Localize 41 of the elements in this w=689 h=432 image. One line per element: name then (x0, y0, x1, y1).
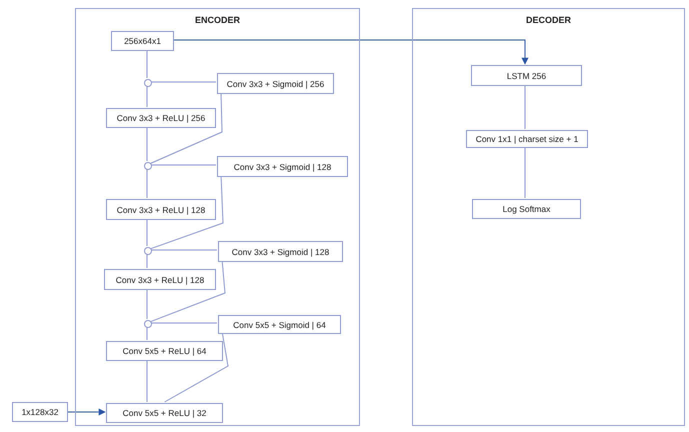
junction-circle (144, 79, 152, 87)
layer-box: Conv 5x5 + ReLU | 32 (106, 403, 223, 423)
junction-circle (144, 320, 152, 328)
connector-line (146, 254, 148, 268)
panel-title: ENCODER (194, 15, 241, 25)
layer-box: Log Softmax (472, 199, 581, 219)
layer-box: Conv 3x3 + ReLU | 128 (106, 199, 216, 220)
connector-line (150, 92, 222, 164)
arrow (68, 408, 106, 416)
connector-line (146, 168, 148, 198)
layer-box: Conv 3x3 + Sigmoid | 128 (218, 241, 343, 262)
junction-circle (144, 162, 152, 170)
connector-line (146, 50, 148, 78)
connector-line (524, 146, 526, 198)
connector-line (146, 218, 148, 246)
layer-box: Conv 3x3 + ReLU | 128 (104, 269, 216, 290)
layer-box: Conv 1x1 | charset size + 1 (466, 130, 588, 148)
connector-line (146, 126, 148, 162)
layer-box: LSTM 256 (471, 65, 582, 86)
layer-box: Conv 3x3 + ReLU | 256 (106, 108, 216, 128)
layer-box: 1x128x32 (12, 402, 68, 422)
layer-box: Conv 5x5 + Sigmoid | 64 (218, 315, 341, 334)
connector-line (146, 86, 148, 108)
layer-box: Conv 3x3 + Sigmoid | 256 (217, 73, 334, 94)
layer-box: 256x64x1 (111, 31, 174, 51)
layer-box: Conv 5x5 + ReLU | 64 (106, 341, 223, 361)
connector-line (150, 176, 224, 250)
panel-title: DECODER (524, 15, 572, 25)
panel-frame (75, 8, 360, 426)
connector-line (150, 164, 216, 166)
junction-circle (144, 247, 152, 255)
connector-line (146, 360, 148, 402)
connector-line (524, 84, 526, 130)
connector-line (150, 322, 218, 324)
panel-frame (412, 8, 685, 426)
connector-line (146, 288, 148, 320)
arrow (172, 40, 528, 65)
connector-line (164, 332, 229, 402)
connector-line (146, 326, 148, 340)
layer-box: Conv 3x3 + Sigmoid | 128 (217, 156, 348, 177)
connector-line (150, 260, 226, 322)
